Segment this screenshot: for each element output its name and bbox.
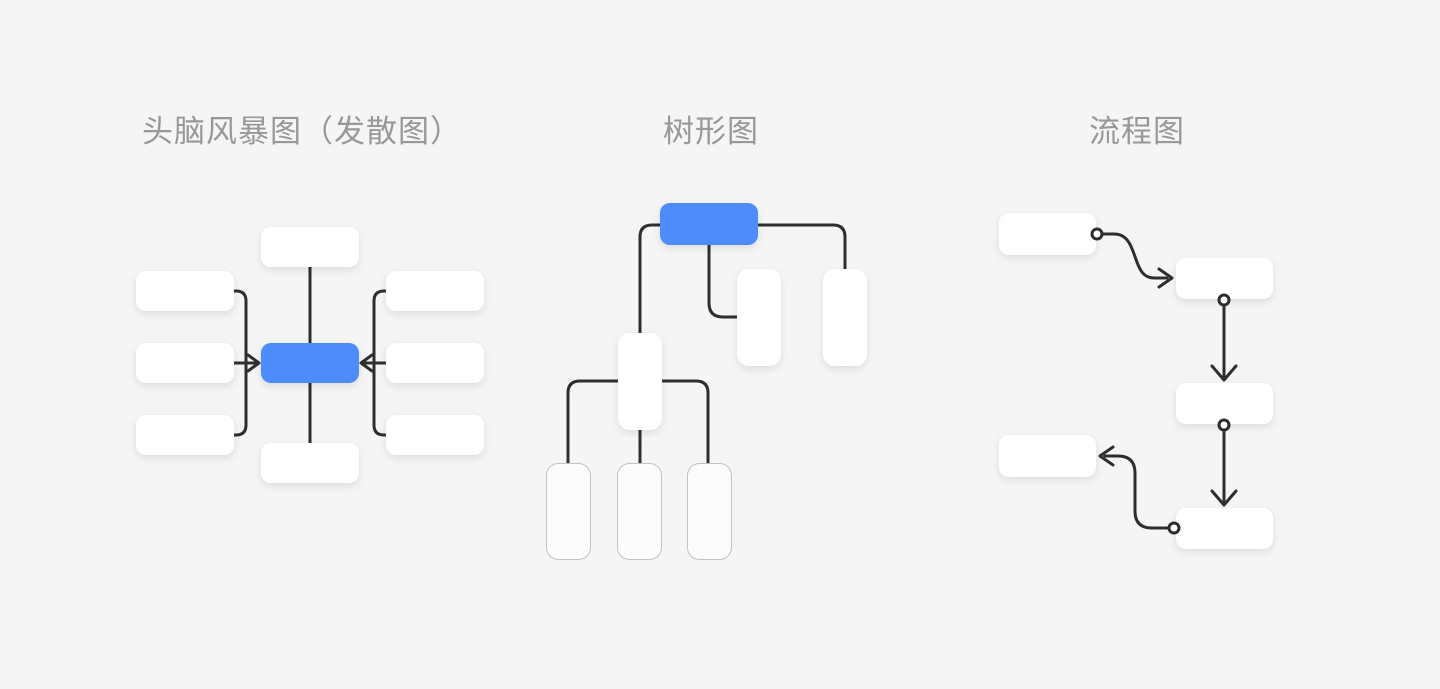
flowchart-step1-to-step2-connector [1100,232,1169,280]
flowchart-right-arrowhead-icon [1157,267,1174,289]
tree-diagram [546,203,867,560]
brainstorm-diagram [136,227,484,483]
tree-diagram-title: 树形图 [663,114,759,149]
tree-leaf3-node [687,463,732,560]
tree-root-to-mid-child-connector [707,243,739,319]
flowchart-step3-node [1176,383,1273,424]
tree-mid-child-node [737,269,781,366]
flowchart-step1-port-dot [1090,227,1104,241]
flowchart-step2-node [1176,258,1273,299]
tree-left-child-node [618,333,662,430]
tree-leaf2-node [617,463,662,560]
brainstorm-top-node [261,227,359,267]
flowchart-step1-node [999,213,1096,255]
tree-right-child-node [823,269,867,366]
tree-child-to-leaf1-connector [566,379,620,465]
brainstorm-center-node [261,343,359,383]
brainstorm-right-top-node [386,271,484,311]
flowchart-step2-port-dot [1217,293,1231,307]
flowchart-step3-port-dot [1217,418,1231,432]
brainstorm-bottom-node [261,443,359,483]
brainstorm-left-top-node [136,271,234,311]
brainstorm-left-arrowhead-icon [246,353,261,373]
flowchart-step4-node [1176,508,1273,549]
flowchart-diagram [999,213,1273,549]
tree-root-to-left-child-connector [638,223,662,335]
tree-leaf1-node [546,463,591,560]
flowchart-step4-port-dot [1167,521,1181,535]
brainstorm-right-bottom-node [386,415,484,455]
flowchart-diagram-title: 流程图 [1089,114,1185,149]
flowchart-left-arrowhead-icon [1098,445,1115,467]
tree-root-node [660,203,758,245]
brainstorm-right-arrowhead-icon [359,353,374,373]
flowchart-step5-node [999,435,1096,477]
tree-root-to-right-child-connector [756,223,847,271]
brainstorm-right-mid-node [386,343,484,383]
tree-child-to-leaf3-connector [660,379,710,465]
brainstorm-left-bottom-node [136,415,234,455]
flowchart-step4-to-step5-connector [1103,454,1171,530]
flowchart-down-arrowhead2-icon [1210,489,1238,507]
brainstorm-left-mid-node [136,343,234,383]
flowchart-down-arrowhead1-icon [1210,364,1238,382]
brainstorm-diagram-title: 头脑风暴图（发散图） [142,114,462,149]
